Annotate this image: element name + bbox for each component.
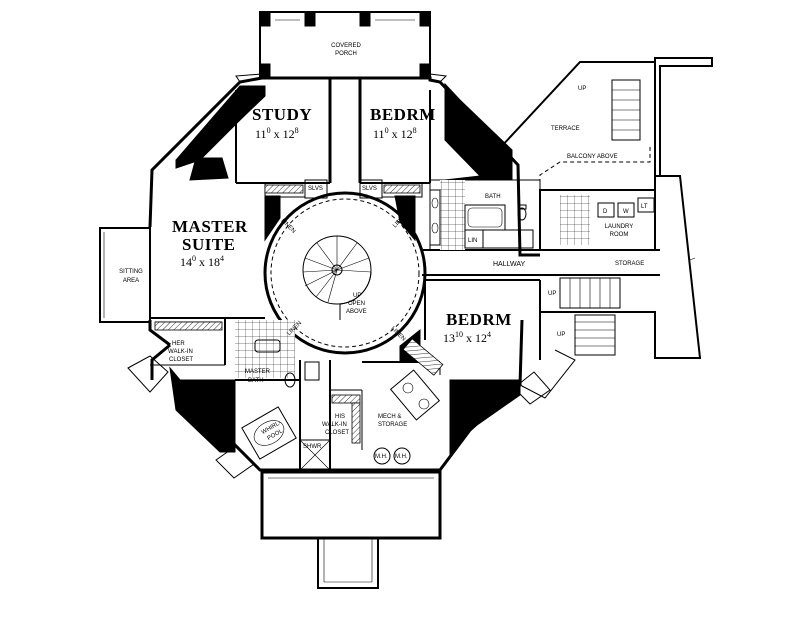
shelves-label: SLVS [362,186,377,192]
bedroom-label: BEDRM [446,310,512,329]
master-suite-dims: 140 x 184 [180,254,224,269]
his-closet-label: CLOSET [325,430,349,436]
covered-porch-label: PORCH [335,51,357,57]
water-heater-label: M.H. [395,454,408,460]
master-bath: WHIRL- POOL SHWR MASTER BATH [235,320,331,471]
her-closet-label: WALK-IN [168,349,193,355]
stair-up-label: UP [578,86,586,92]
laundry-tub-label: LT [641,204,648,210]
storage-label: STORAGE [615,261,644,267]
mech-storage-label: MECH & [378,414,401,420]
his-walk-in-closet: HIS WALK-IN CLOSET [322,394,361,444]
terrace: UP TERRACE BALCONY ABOVE [499,57,713,190]
covered-porch: COVERED PORCH [259,11,431,79]
covered-porch-label: COVERED [331,43,361,49]
mech-storage-label: STORAGE [378,422,407,428]
stair-up-label: UP [548,291,556,297]
south-porch [260,470,442,589]
bedroom-dims: 1310 x 124 [443,330,491,345]
linen-label: LINEN [280,218,297,235]
his-closet-label: HIS [335,414,345,420]
linen-closet-label: LIN [468,238,477,244]
shelves-label: SLVS [308,186,323,192]
dryer-label: D [603,209,608,215]
bedroom-dims: 110 x 128 [373,126,417,141]
her-closet-label: CLOSET [169,357,193,363]
east-wing: UP STORAGE UP [519,175,702,399]
terrace-label: TERRACE [551,126,580,132]
room-labels: STUDY 110 x 128 BEDRM 110 x 128 MASTER S… [172,105,512,345]
master-suite-label: MASTER [172,217,248,236]
mech-storage: M.H. M.H. MECH & STORAGE [373,338,444,465]
water-heater-label: M.H. [375,454,388,460]
her-walk-in-closet: HER WALK-IN CLOSET [154,321,223,363]
bedroom-label: BEDRM [370,105,436,124]
laundry-room: D W LT LAUNDRY ROOM [539,189,656,251]
stair-up-label: UP [557,332,565,338]
bath: BATH LIN [429,179,541,251]
upper-closets: SLVS SLVS LINEN LINEN LINEN LINEN [264,184,421,342]
laundry-label: ROOM [610,232,629,238]
sitting-area-label: AREA [123,278,139,284]
shower-label: SHWR [303,444,322,450]
master-bath-label: MASTER [245,369,271,375]
bath-label: BATH [485,194,501,200]
open-above-label: OPEN [348,301,365,307]
stair-up-label: UP [353,293,361,299]
hallway-label: HALLWAY [493,261,525,268]
master-bath-label: BATH [248,378,264,384]
open-above-label: ABOVE [346,309,367,315]
his-closet-label: WALK-IN [322,422,347,428]
balcony-above-label: BALCONY ABOVE [567,154,618,160]
study-dims: 110 x 128 [255,126,299,141]
sitting-area-label: SITTING [119,269,143,275]
her-closet-label: HER [172,341,185,347]
corner-bays [127,355,551,479]
study-label: STUDY [252,105,312,124]
sitting-area: SITTING AREA [99,227,151,323]
master-suite-label: SUITE [182,235,236,254]
laundry-label: LAUNDRY [605,224,634,230]
washer-label: W [623,209,629,215]
rotunda: UP OPEN ABOVE [263,191,427,355]
